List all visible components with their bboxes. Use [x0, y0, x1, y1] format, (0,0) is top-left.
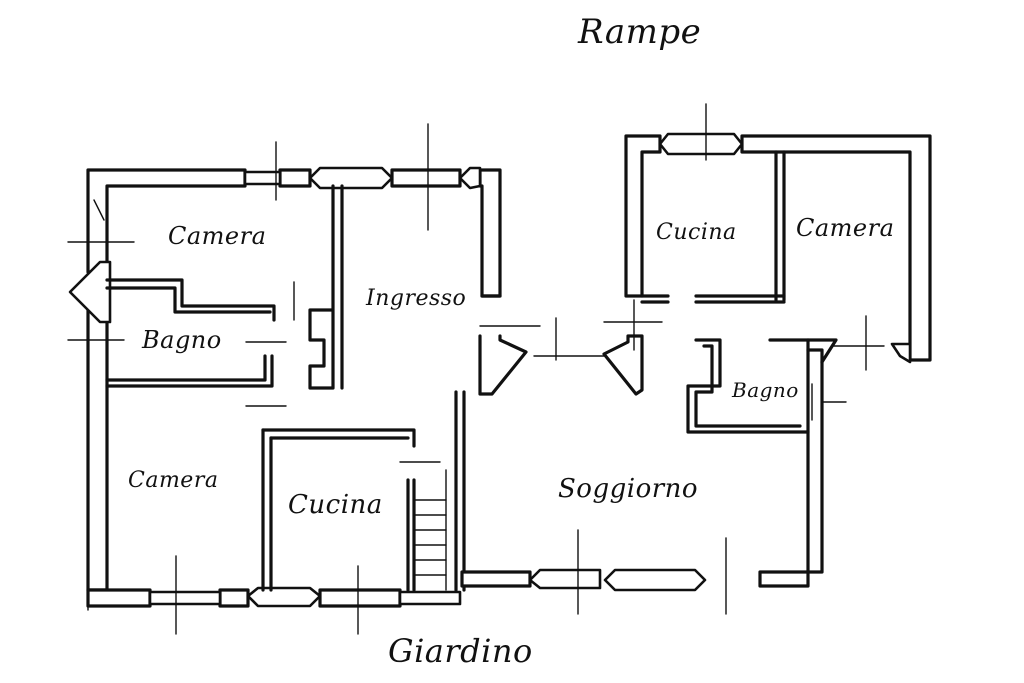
label-cucina-left: Cucina [288, 490, 383, 520]
axis-lines [67, 103, 885, 635]
label-ingresso: Ingresso [366, 286, 467, 311]
left-unit-windows [68, 166, 482, 608]
right-unit-outer-wall [460, 134, 932, 588]
label-giardino: Giardino [388, 632, 533, 670]
label-bagno-right: Bagno [732, 378, 799, 402]
left-unit-outer-wall [86, 168, 502, 608]
label-soggiorno: Soggiorno [558, 474, 699, 504]
label-camera-top-left: Camera [168, 222, 267, 250]
left-unit-interior-walls [105, 184, 528, 592]
right-unit-windows [528, 132, 912, 592]
label-camera-bottom-left: Camera [128, 468, 219, 493]
label-rampe: Rampe [578, 12, 702, 52]
right-unit-interior-walls [602, 150, 838, 434]
label-bagno-left: Bagno [142, 326, 222, 354]
label-camera-right: Camera [796, 214, 895, 242]
label-cucina-right: Cucina [656, 220, 737, 245]
